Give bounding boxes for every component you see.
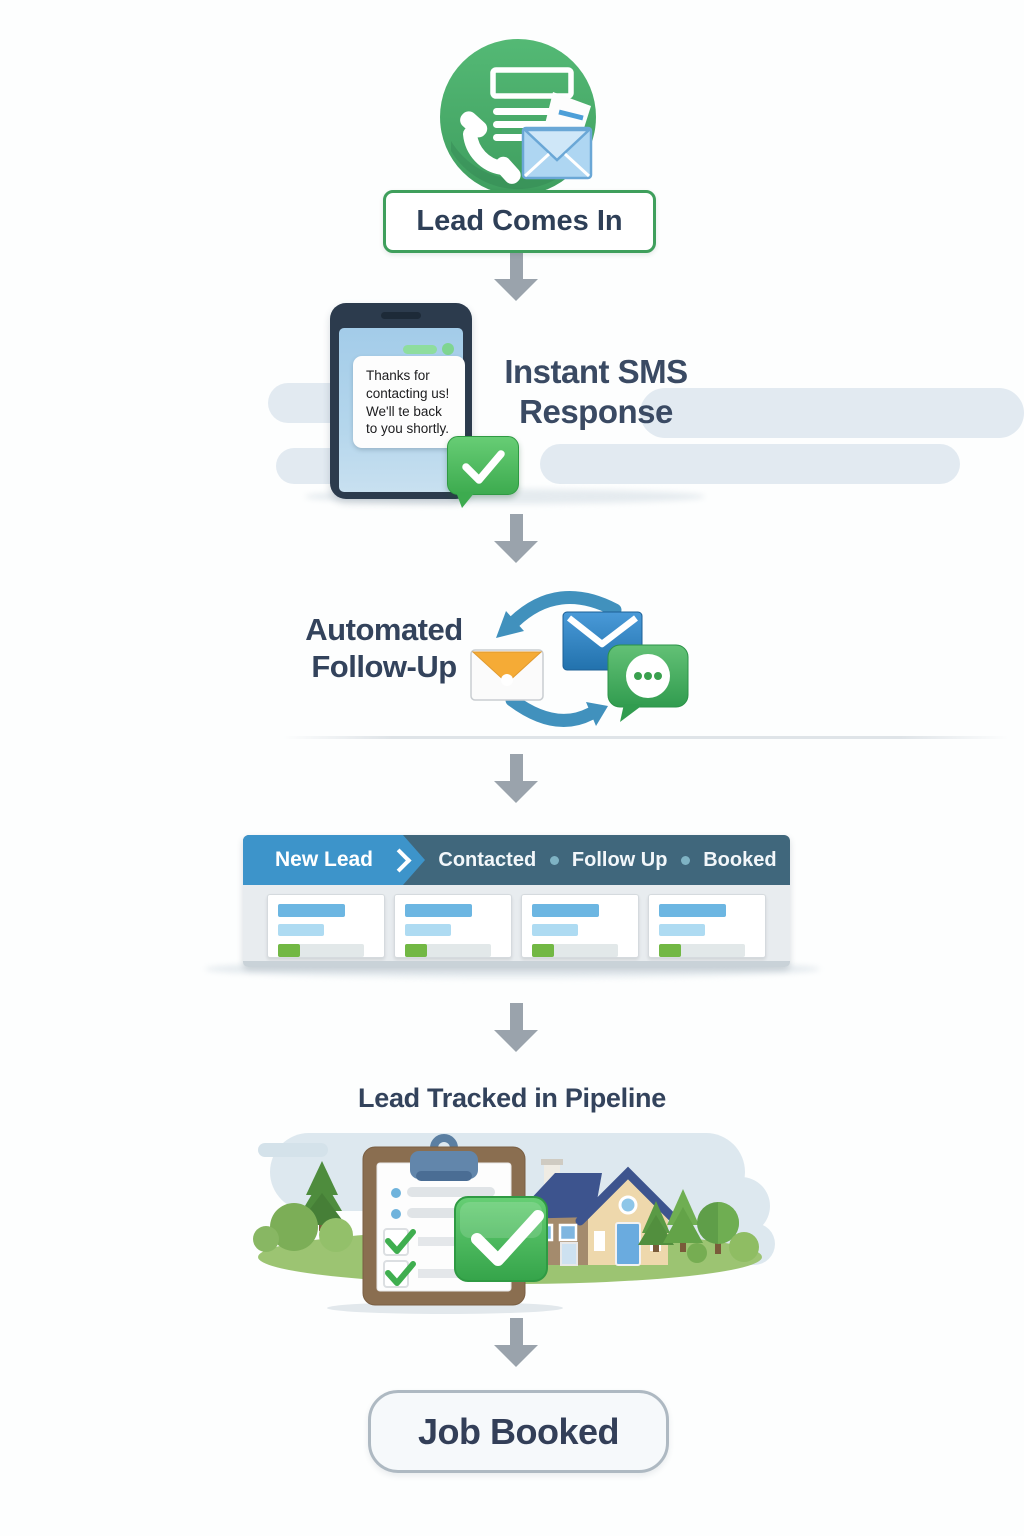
sms-check-bubble-icon [447,436,519,508]
lead-comes-in-text: Lead Comes In [416,205,623,237]
stage-separator-dot [549,855,559,865]
pine-tree-icon [638,1189,703,1252]
down-arrow-icon [494,754,538,803]
lead-source-icon [440,39,596,195]
ground-line [283,736,1009,739]
progress-fill [659,944,682,957]
instant-sms-title-line1: Instant SMS [504,353,688,390]
pipeline-cards-row [243,885,790,967]
lead-comes-in-label: Lead Comes In [383,190,656,253]
progress-fill [532,944,555,957]
stage-booked-label: Booked [703,848,777,871]
round-window [618,1195,638,1215]
stage-separator-dot [680,855,690,865]
round-tree-icon [697,1202,739,1254]
pipeline-stage-bar: New Lead Contacted Follow Up Booked [243,835,790,885]
tracked-title: Lead Tracked in Pipeline [358,1083,666,1113]
pipeline-scene-illustration [253,1133,775,1314]
phone-speaker [381,312,421,319]
status-dot-icon [442,343,454,355]
bush-icon [687,1232,759,1263]
bush-icon [253,1203,353,1252]
sms-message-text: Thanks for contacting us! We'll te back … [366,368,450,437]
lead-card [267,894,385,958]
stage-follow-up-label: Follow Up [571,848,668,871]
progress-fill [405,944,428,957]
check-icon [385,1261,416,1286]
check-icon [385,1229,416,1254]
stage-new-lead: New Lead [243,835,425,885]
pipeline-board: New Lead Contacted Follow Up Booked [243,835,790,967]
lead-card [394,894,512,958]
lead-card [521,894,639,958]
window [558,1223,578,1242]
instant-sms-title: Instant SMS Response [478,352,714,433]
stage-contacted-label: Contacted [438,848,537,871]
down-arrow-icon [494,252,538,301]
follow-up-title-line2: Follow-Up [311,648,457,684]
green-check-square-icon [454,1196,548,1282]
lead-card [648,894,766,958]
background-blob [540,444,960,484]
envelope-icon [521,126,593,180]
progress-fill [278,944,301,957]
job-booked-label: Job Booked [368,1390,669,1473]
sms-message-bubble: Thanks for contacting us! We'll te back … [353,356,465,449]
instant-sms-title-line2: Response [519,393,673,431]
down-arrow-icon [494,1318,538,1367]
stage-new-lead-label: New Lead [274,848,374,871]
chat-dots-bubble-icon [607,644,689,722]
phone-screen: Thanks for contacting us! We'll te back … [339,328,519,508]
smartphone-illustration: Thanks for contacting us! We'll te back … [330,303,519,508]
status-pill [403,345,437,354]
orange-envelope-icon [470,649,544,701]
front-door [615,1222,641,1266]
follow-up-title-line1: Automated [305,612,463,647]
down-arrow-icon [494,514,538,563]
side-door [560,1242,578,1266]
phone-handset-icon [460,111,521,184]
background-blob [640,388,1024,438]
follow-up-icons [470,591,689,727]
follow-up-title: Automated Follow-Up [286,612,482,685]
job-booked-text: Job Booked [417,1410,620,1452]
sync-arrows-icon [496,591,622,727]
down-arrow-icon [494,1003,538,1052]
